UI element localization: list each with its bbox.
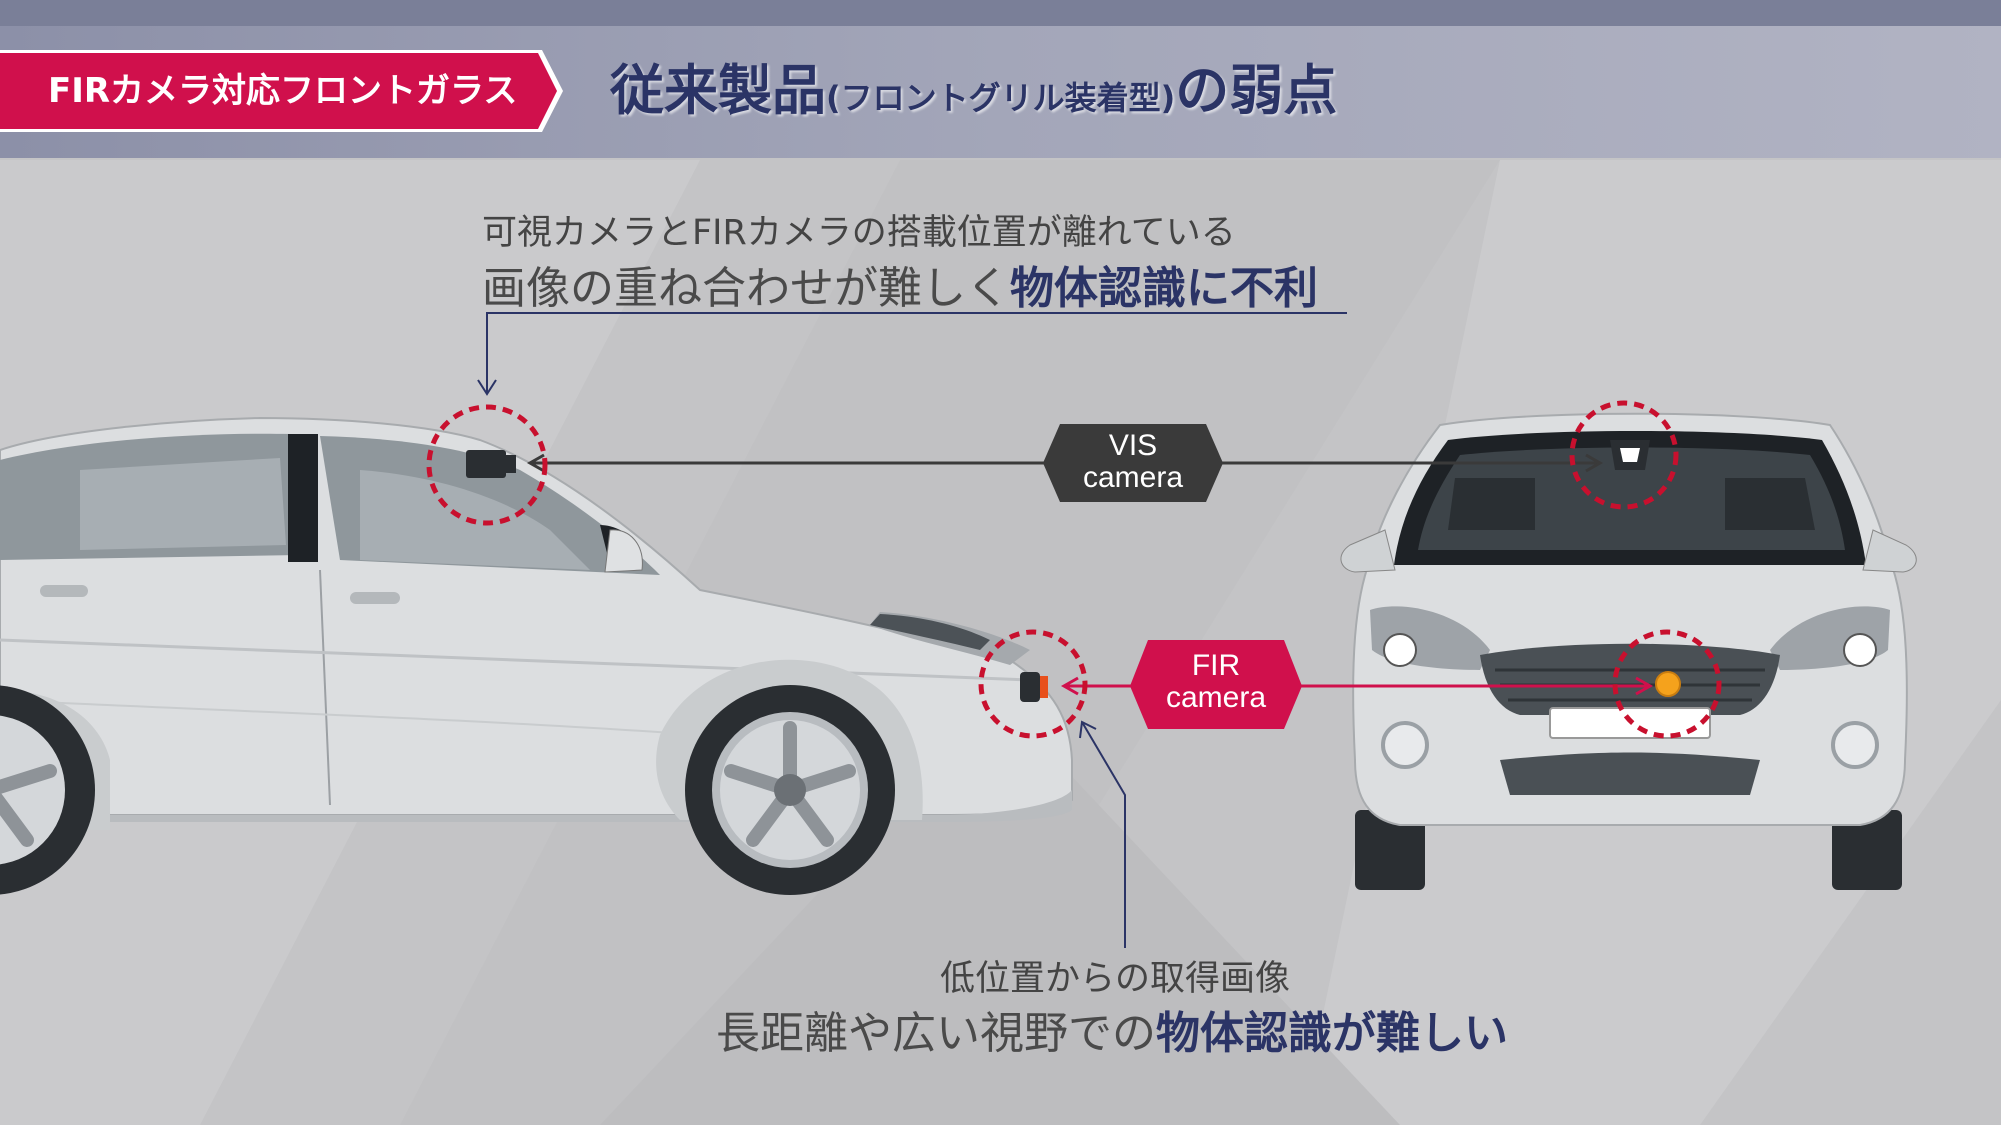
vis-camera-label-line2: camera: [1082, 461, 1184, 494]
title-sub: (フロントグリル装着型): [826, 79, 1176, 117]
fir-camera-label: FIR camera: [1130, 650, 1302, 714]
vis-camera-side: [466, 450, 516, 478]
bottom-note-line1: 低位置からの取得画像: [940, 959, 1291, 999]
top-note-line1: 可視カメラとFIRカメラの搭載位置が離れている: [482, 213, 1236, 253]
bottom-note-line2: 長距離や広い視野での物体認識が難しい: [716, 997, 1508, 1061]
top-note-emphasis: 物体認識に不利: [1010, 263, 1318, 314]
page-title: 従来製品(フロントグリル装着型)の弱点: [610, 56, 1337, 126]
tag-arrow-shape: [0, 50, 563, 132]
fir-camera-label-line2: camera: [1165, 681, 1267, 714]
highlight-circles: [426, 400, 1722, 739]
fir-camera-link: [1060, 640, 1654, 729]
callout-lines: [477, 312, 1347, 948]
fir-camera-label-line1: FIR: [1191, 649, 1241, 682]
fir-camera-side: [1020, 672, 1048, 702]
title-main-2: の弱点: [1175, 59, 1338, 122]
fir-camera-front-dot: [1655, 671, 1681, 697]
category-tag: FIRカメラ対応フロントガラス: [0, 50, 563, 132]
vis-camera-label: VIS camera: [1043, 430, 1223, 494]
top-strip: [0, 0, 2001, 26]
category-tag-label: FIRカメラ対応フロントガラス: [48, 71, 518, 111]
front-view-car: [1340, 412, 1917, 890]
vis-camera-link: [526, 424, 1604, 502]
bottom-note-plain: 長距離や広い視野での: [716, 1008, 1156, 1059]
bottom-note-emphasis: 物体認識が難しい: [1156, 1008, 1508, 1059]
top-note-plain: 画像の重ね合わせが難しく: [482, 263, 1010, 314]
top-note-line2: 画像の重ね合わせが難しく物体認識に不利: [482, 252, 1318, 316]
vis-camera-label-line1: VIS: [1108, 429, 1158, 462]
title-main-1: 従来製品: [610, 59, 826, 122]
side-view-car: [0, 416, 1073, 895]
